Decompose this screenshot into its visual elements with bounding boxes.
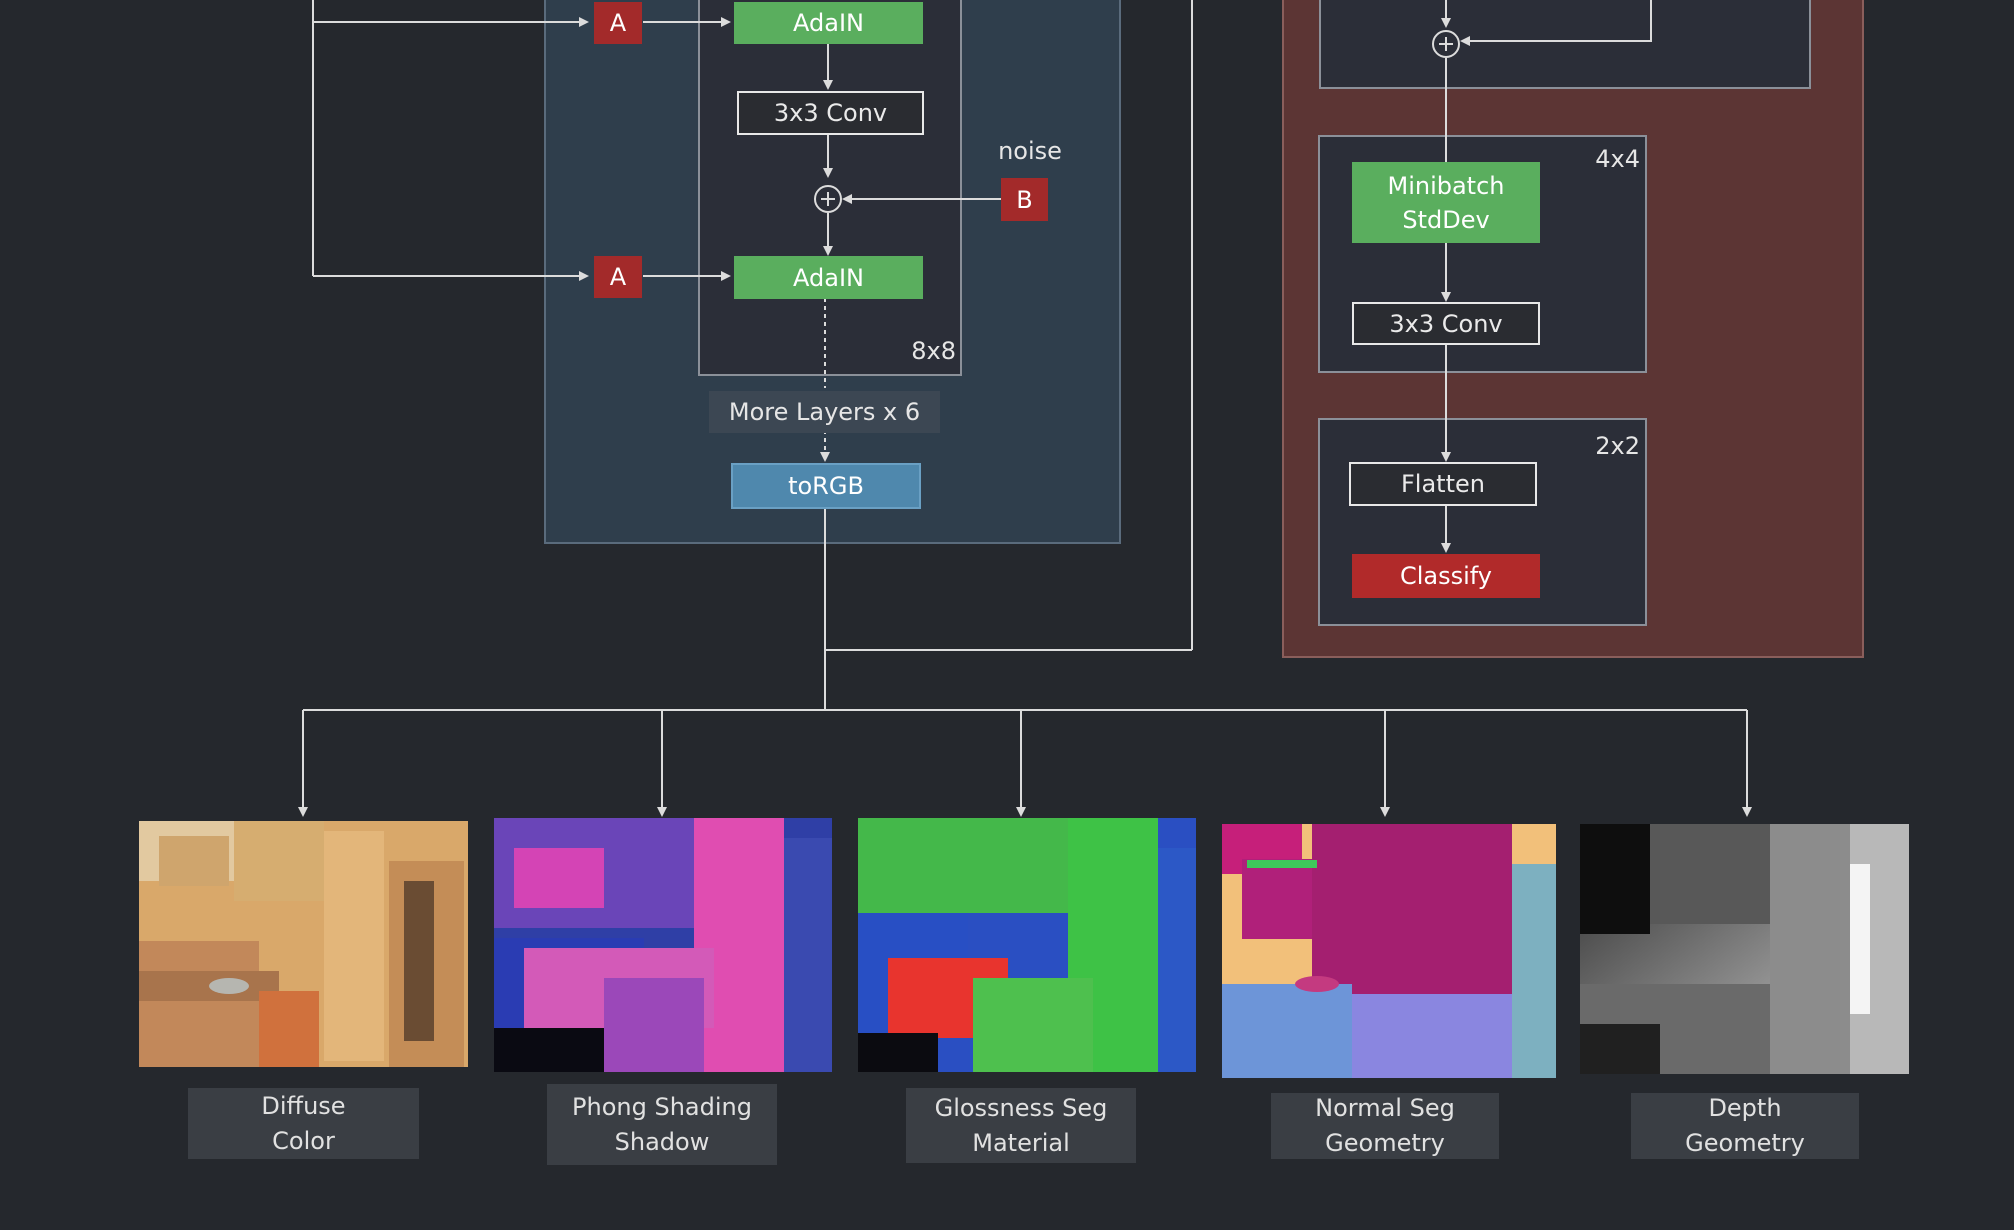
- classify-node: Classify: [1352, 554, 1540, 598]
- conv-node-discriminator: 3x3 Conv: [1352, 302, 1540, 345]
- output-caption-phong: Phong Shading Shadow: [547, 1084, 777, 1165]
- add-node-discriminator: [1432, 30, 1460, 58]
- output-caption-normal: Normal Seg Geometry: [1271, 1093, 1499, 1159]
- style-a-badge-top: A: [594, 2, 642, 44]
- style-a-badge-bottom: A: [594, 256, 642, 298]
- generator-8x8-block: [698, 0, 962, 376]
- adain-bottom-node: AdaIN: [734, 256, 923, 299]
- minibatch-stddev-node: Minibatch StdDev: [1352, 162, 1540, 243]
- more-layers-box: More Layers x 6: [709, 391, 940, 433]
- noise-label: noise: [998, 137, 1062, 165]
- output-caption-diffuse: Diffuse Color: [188, 1088, 419, 1159]
- block-2x2-label: 2x2: [1595, 432, 1640, 460]
- normal-seg-image: [1222, 824, 1556, 1078]
- conv-node-generator: 3x3 Conv: [737, 91, 924, 135]
- diffuse-color-image: [139, 821, 468, 1067]
- adain-top-node: AdaIN: [734, 2, 923, 44]
- torgb-node: toRGB: [731, 463, 921, 509]
- depth-image: [1580, 824, 1909, 1074]
- disc-skip-line: [1460, 0, 1652, 46]
- block-4x4-label: 4x4: [1595, 145, 1640, 173]
- phong-shading-image: [494, 818, 832, 1072]
- block-resolution-label: 8x8: [911, 337, 956, 365]
- noise-b-badge: B: [1001, 178, 1048, 221]
- output-caption-depth: Depth Geometry: [1631, 1093, 1859, 1159]
- flatten-node: Flatten: [1349, 462, 1537, 506]
- discriminator-top-block: [1319, 0, 1811, 89]
- output-caption-glossness: Glossness Seg Material: [906, 1088, 1136, 1163]
- glossness-seg-image: [858, 818, 1196, 1072]
- add-node-generator: [814, 185, 842, 213]
